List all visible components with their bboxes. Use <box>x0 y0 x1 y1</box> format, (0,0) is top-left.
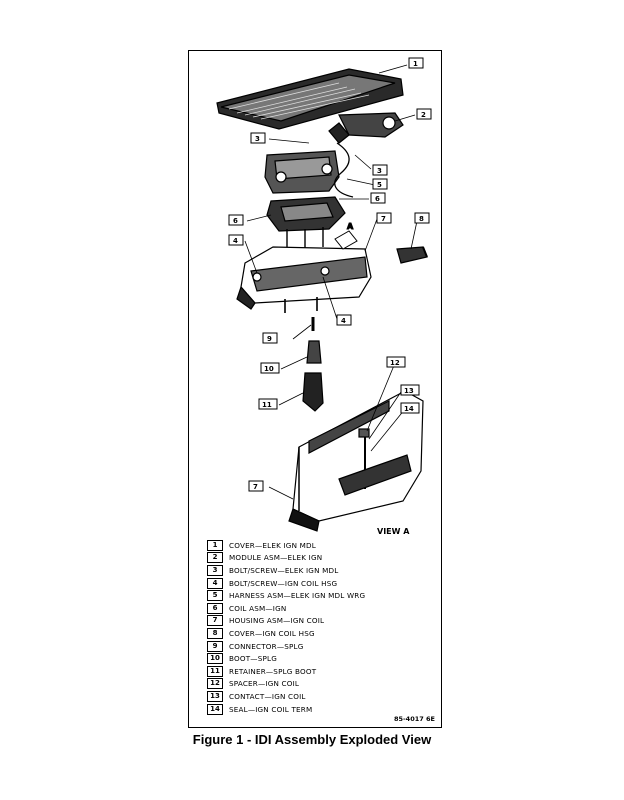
callout-12: 12 <box>386 356 406 368</box>
part-coil-asm-ign-upper <box>264 150 340 194</box>
part-boot-splg <box>306 340 322 364</box>
legend-text: COVER—ELEK IGN MDL <box>229 540 316 550</box>
svg-text:10: 10 <box>264 365 274 373</box>
legend-number: 10 <box>207 653 223 665</box>
svg-text:14: 14 <box>404 405 414 413</box>
legend-item: 2 MODULE ASM—ELEK IGN <box>207 552 437 565</box>
figure-caption: Figure 1 - IDI Assembly Exploded View <box>192 732 432 747</box>
legend-text: BOLT/SCREW—ELEK IGN MDL <box>229 565 339 575</box>
legend-text: SPACER—IGN COIL <box>229 679 300 689</box>
svg-text:4: 4 <box>341 317 346 325</box>
legend-number: 12 <box>207 678 223 690</box>
legend-number: 2 <box>207 552 223 564</box>
legend-text: BOOT—SPLG <box>229 654 277 664</box>
legend-text: HARNESS ASM—ELEK IGN MDL WRG <box>229 591 366 601</box>
legend-text: BOLT/SCREW—IGN COIL HSG <box>229 578 338 588</box>
legend-text: MODULE ASM—ELEK IGN <box>229 553 323 563</box>
callout-leaders <box>244 64 418 500</box>
svg-text:5: 5 <box>377 181 382 189</box>
document-code: 85-4017 6E <box>393 715 435 723</box>
svg-text:7: 7 <box>381 215 386 223</box>
part-retainer-splg-boot <box>302 372 324 412</box>
legend-item: 9 CONNECTOR—SPLG <box>207 640 437 653</box>
arrow-label: A <box>347 222 354 231</box>
callout-1: 1 <box>408 57 424 69</box>
legend-item: 10 BOOT—SPLG <box>207 652 437 665</box>
svg-text:6: 6 <box>233 217 238 225</box>
callout-4a: 4 <box>228 234 244 246</box>
legend-text: COIL ASM—IGN <box>229 603 287 613</box>
legend-number: 4 <box>207 577 223 589</box>
callout-3b: 3 <box>372 164 388 176</box>
svg-text:4: 4 <box>233 237 238 245</box>
svg-text:2: 2 <box>421 111 426 119</box>
callout-8: 8 <box>414 212 430 224</box>
legend-text: HOUSING ASM—IGN COIL <box>229 616 325 626</box>
legend-number: 14 <box>207 703 223 715</box>
legend-number: 3 <box>207 564 223 576</box>
callout-11: 11 <box>258 398 278 410</box>
svg-text:11: 11 <box>262 401 272 409</box>
legend-number: 9 <box>207 640 223 652</box>
legend-number: 11 <box>207 665 223 677</box>
view-a-arrow: A <box>334 222 358 250</box>
svg-text:8: 8 <box>419 215 424 223</box>
figure-frame: A VIEW A <box>188 50 442 728</box>
legend-item: 13 CONTACT—IGN COIL <box>207 690 437 703</box>
svg-text:7: 7 <box>253 483 258 491</box>
legend-number: 8 <box>207 627 223 639</box>
svg-text:3: 3 <box>377 167 382 175</box>
svg-text:12: 12 <box>390 359 400 367</box>
legend-item: 4 BOLT/SCREW—IGN COIL HSG <box>207 577 437 590</box>
legend-item: 11 RETAINER—SPLG BOOT <box>207 665 437 678</box>
svg-text:1: 1 <box>413 60 418 68</box>
legend-number: 5 <box>207 590 223 602</box>
callout-7a: 7 <box>376 212 392 224</box>
view-a-detail <box>288 390 424 532</box>
legend-text: CONTACT—IGN COIL <box>229 691 306 701</box>
callout-13: 13 <box>400 384 420 396</box>
callout-3a: 3 <box>250 132 266 144</box>
exploded-view-diagram: A VIEW A <box>216 57 432 536</box>
part-module-asm-elek-ign <box>328 112 404 144</box>
legend-item: 7 HOUSING ASM—IGN COIL <box>207 615 437 628</box>
legend-number: 6 <box>207 602 223 614</box>
callout-4b: 4 <box>336 314 352 326</box>
part-cover-ign-coil-hsg <box>396 246 428 264</box>
callout-6a: 6 <box>370 192 386 204</box>
legend-number: 7 <box>207 615 223 627</box>
legend-item: 8 COVER—IGN COIL HSG <box>207 627 437 640</box>
legend-text: RETAINER—SPLG BOOT <box>229 666 317 676</box>
legend-item: 5 HARNESS ASM—ELEK IGN MDL WRG <box>207 589 437 602</box>
part-coil-asm-ign-lower <box>266 196 346 249</box>
legend-item: 3 BOLT/SCREW—ELEK IGN MDL <box>207 564 437 577</box>
legend-item: 12 SPACER—IGN COIL <box>207 678 437 691</box>
svg-text:6: 6 <box>375 195 380 203</box>
legend-text: COVER—IGN COIL HSG <box>229 628 315 638</box>
legend-item: 1 COVER—ELEK IGN MDL <box>207 539 437 552</box>
legend-text: CONNECTOR—SPLG <box>229 641 304 651</box>
part-cover-elek-ign-mdl <box>216 68 404 130</box>
callout-9: 9 <box>262 332 278 344</box>
svg-text:3: 3 <box>255 135 260 143</box>
callout-6b: 6 <box>228 214 244 226</box>
callout-7b: 7 <box>248 480 264 492</box>
legend-number: 1 <box>207 539 223 551</box>
view-a-label: VIEW A <box>377 527 410 536</box>
legend-item: 6 COIL ASM—IGN <box>207 602 437 615</box>
part-harness-asm <box>334 142 354 198</box>
callout-5: 5 <box>372 178 388 190</box>
callout-10: 10 <box>260 362 280 374</box>
svg-text:13: 13 <box>404 387 414 395</box>
callout-14: 14 <box>400 402 420 414</box>
legend-text: SEAL—IGN COIL TERM <box>229 704 313 714</box>
legend-item: 14 SEAL—IGN COIL TERM <box>207 703 437 716</box>
part-housing-asm-ign-coil <box>236 246 372 313</box>
svg-text:9: 9 <box>267 335 272 343</box>
legend-number: 13 <box>207 690 223 702</box>
callout-2: 2 <box>416 108 432 120</box>
